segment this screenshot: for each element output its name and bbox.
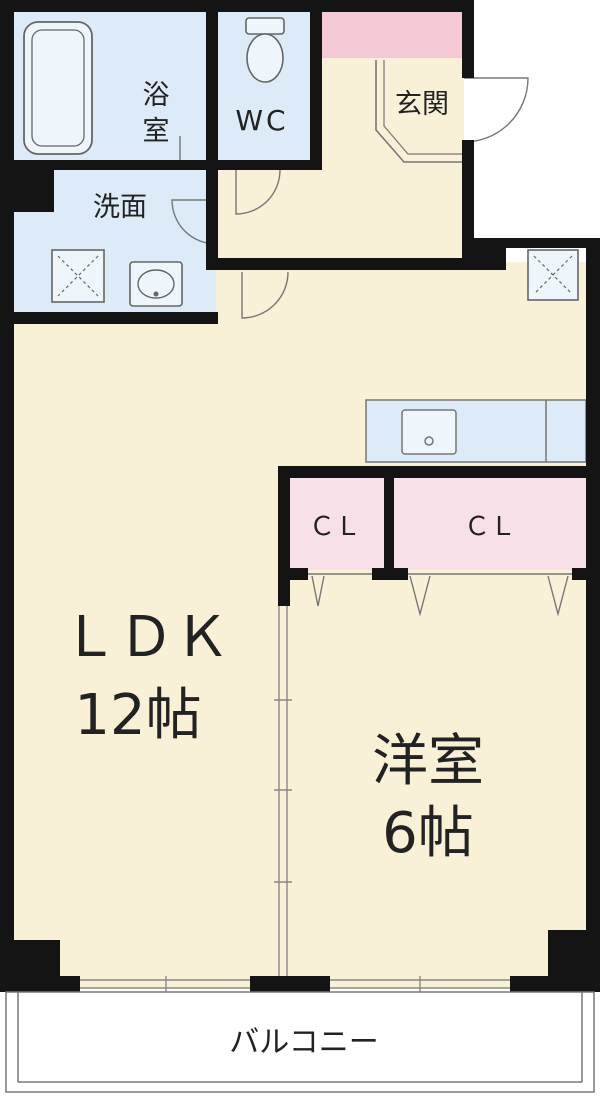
- bath-label-1: 浴: [143, 80, 170, 111]
- balcony: [5, 991, 595, 1093]
- bath-label-2: 室: [143, 116, 170, 147]
- kitchen-counter: [365, 399, 587, 463]
- entrance-label: 玄関: [395, 89, 449, 120]
- floors: [14, 10, 587, 988]
- washer-pan: [51, 249, 105, 303]
- washroom-label: 洗面: [93, 192, 147, 223]
- kitchen-sink: [401, 409, 457, 455]
- closet-doors: [290, 573, 586, 617]
- balcony-label: バルコニー: [229, 1025, 378, 1060]
- western-room-label-1: 洋室: [372, 729, 484, 794]
- room-labels: 浴 室 WC 玄関 洗面 ＣＬ ＣＬ ＬＤＫ 12帖 洋室 6帖 バルコニー: [62, 80, 516, 1060]
- closet-right-label: ＣＬ: [464, 512, 516, 542]
- wash-basin: [129, 261, 183, 307]
- toilet-bowl: [246, 33, 284, 83]
- toilet-tank: [245, 17, 285, 35]
- door-swings: [171, 77, 529, 319]
- closet-left-label: ＣＬ: [309, 512, 361, 542]
- wc-label: WC: [235, 104, 288, 137]
- walls: [0, 0, 600, 992]
- entrance-mat: [322, 10, 464, 58]
- ldk-label-2: 12帖: [74, 683, 201, 748]
- bathtub: [23, 21, 93, 155]
- closet-right-floor: [394, 478, 586, 570]
- entrance-step: [375, 60, 464, 163]
- western-room-label-2: 6帖: [382, 801, 474, 866]
- ldk-floor: [14, 262, 586, 988]
- sliding-partition: [274, 606, 292, 976]
- fixtures: [23, 17, 579, 307]
- closet-left-floor: [290, 478, 384, 570]
- balcony-windows: [80, 976, 510, 992]
- ldk-label-1: ＬＤＫ: [62, 605, 230, 670]
